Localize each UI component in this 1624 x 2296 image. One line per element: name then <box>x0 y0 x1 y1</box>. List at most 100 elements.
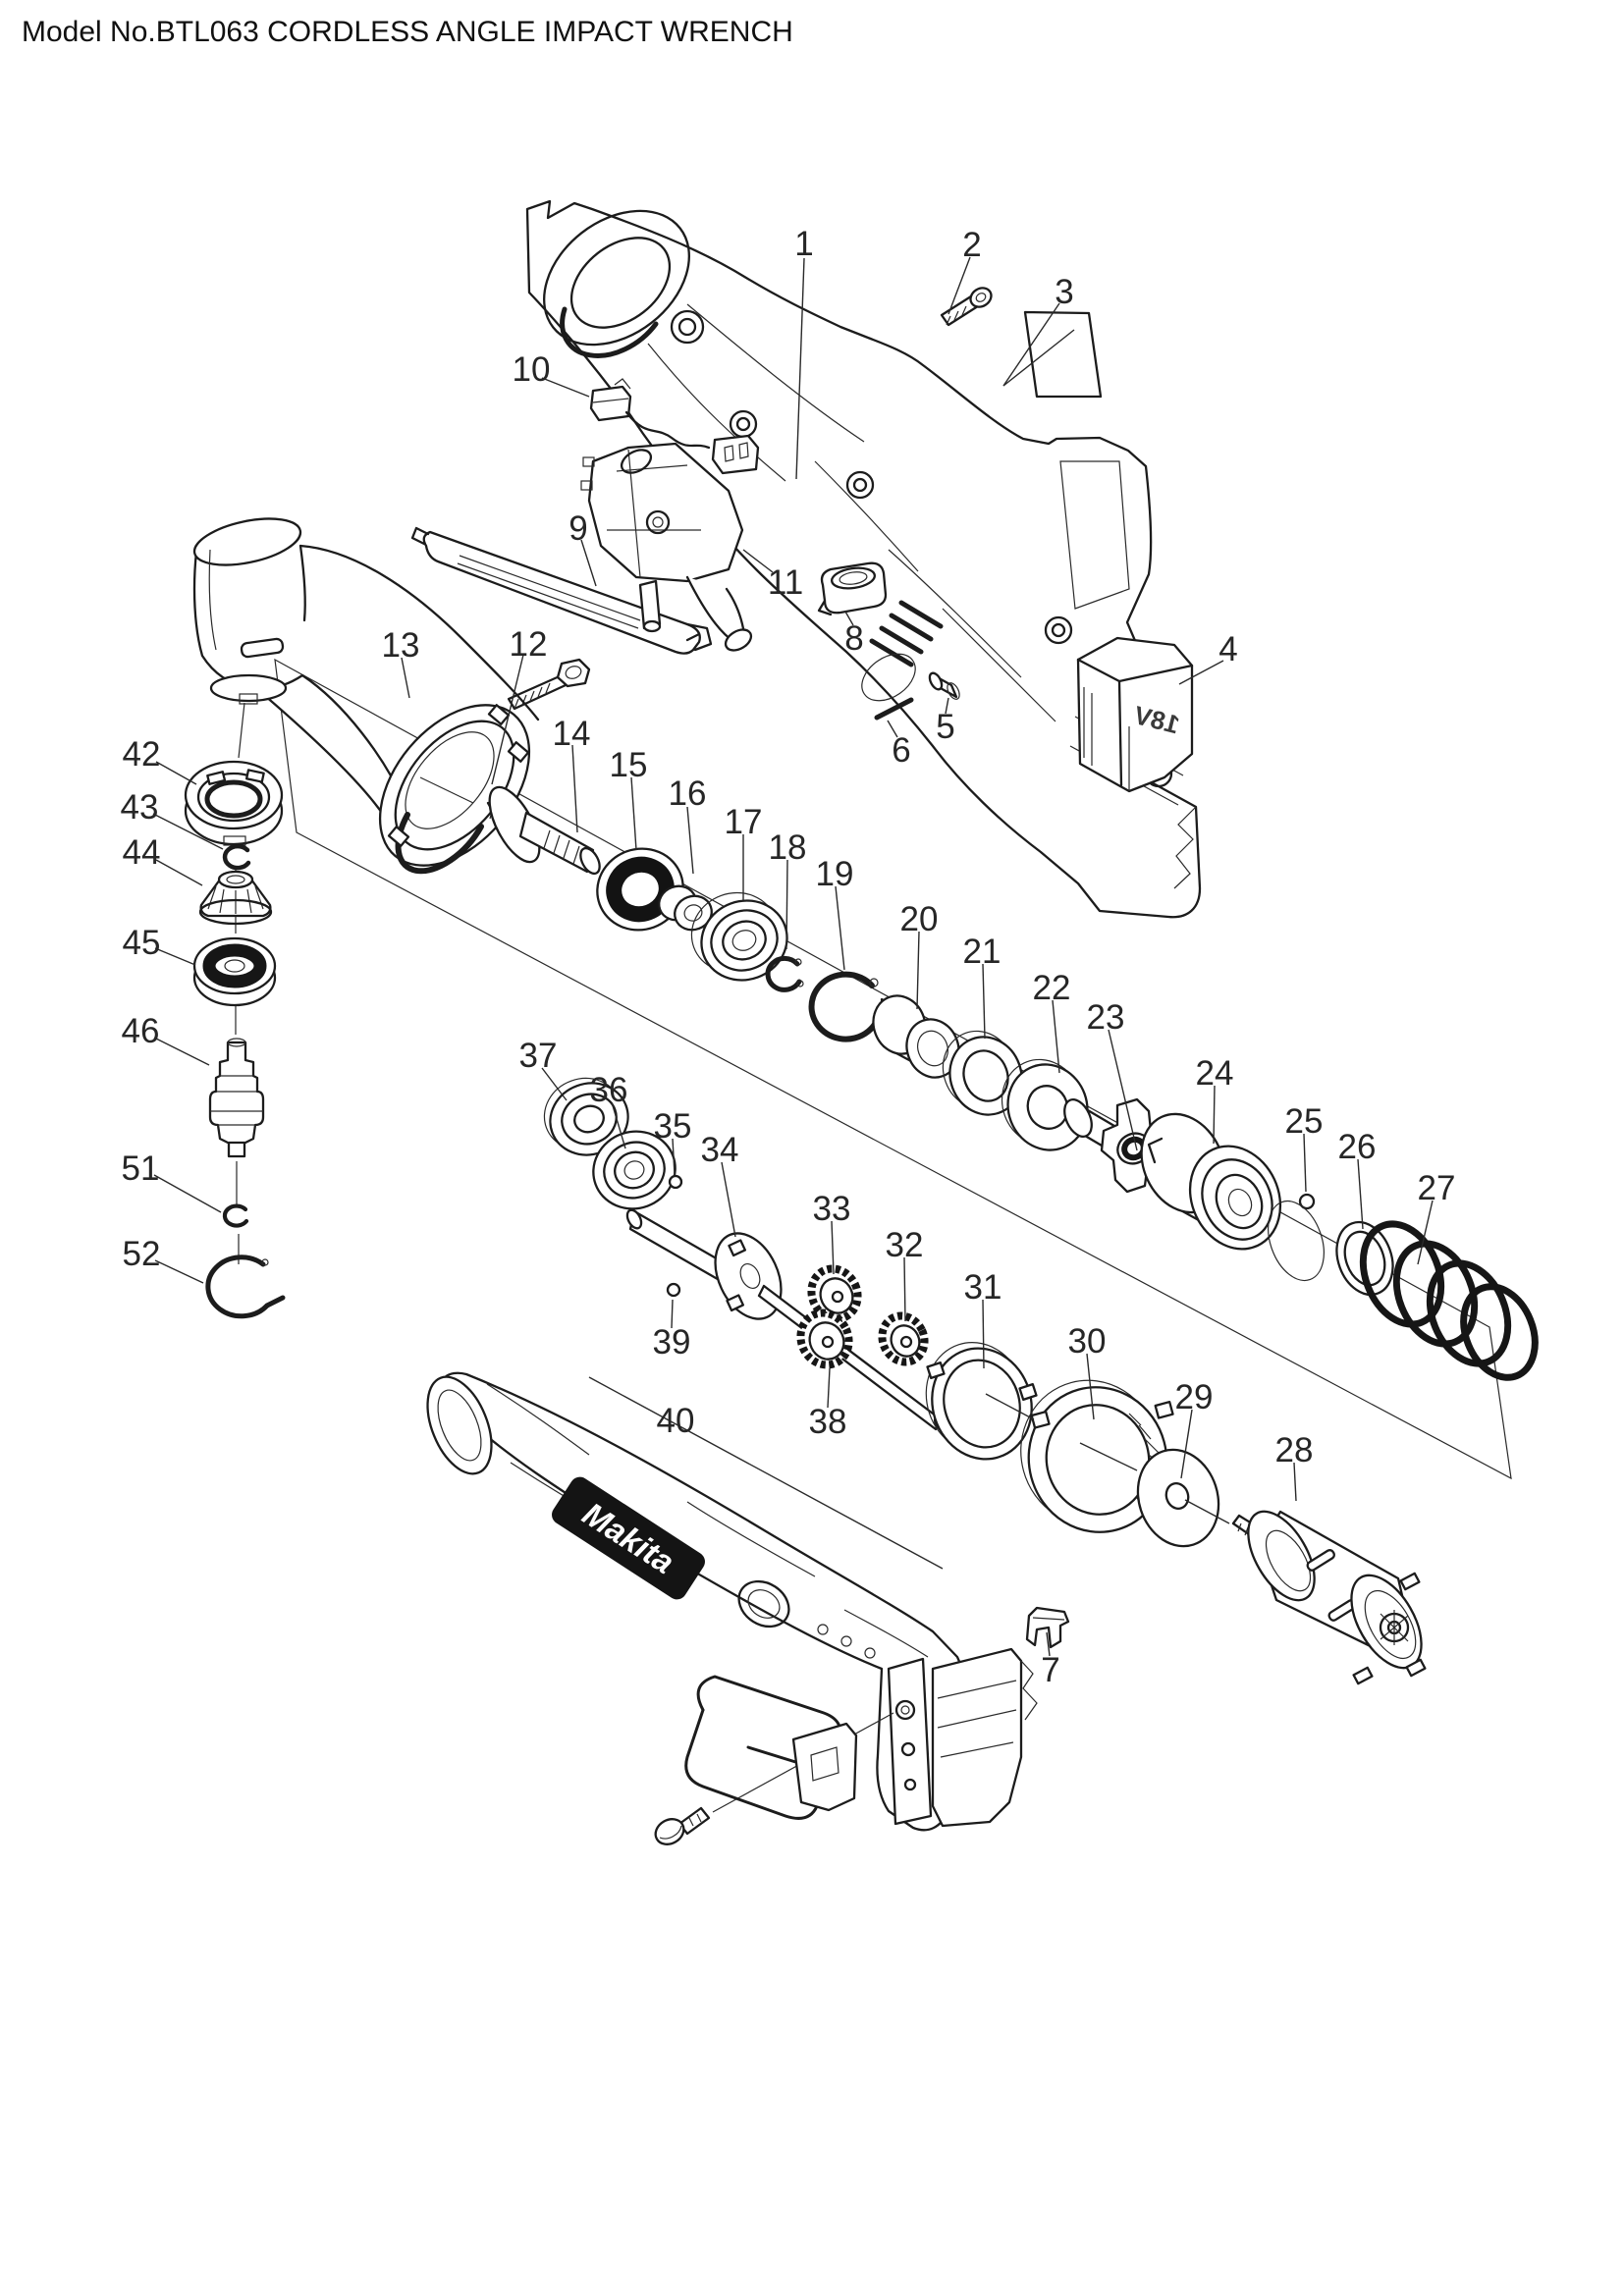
part-switch <box>580 442 753 652</box>
part-ring-nut <box>184 760 284 846</box>
part-washer-37 <box>543 1077 629 1156</box>
part-ring-31 <box>925 1342 1038 1461</box>
part-spindle-14 <box>486 785 601 876</box>
part-bearing-45 <box>192 936 277 1007</box>
part-label-26: 26 <box>1338 1128 1377 1166</box>
part-snap-ring-19 <box>808 971 884 1042</box>
part-housing-lower: Makita <box>426 1371 1038 1845</box>
part-label-52: 52 <box>123 1235 161 1273</box>
part-label-36: 36 <box>590 1071 628 1109</box>
leader-line-1 <box>795 257 805 480</box>
part-bearing-17 <box>690 891 788 982</box>
part-label-21: 21 <box>963 933 1001 971</box>
part-label-30: 30 <box>1068 1322 1107 1361</box>
part-washer-22 <box>1001 1058 1089 1151</box>
leader-line-42 <box>155 761 197 785</box>
part-c-clip-18 <box>765 955 804 992</box>
leader-line-46 <box>153 1037 210 1066</box>
part-housing-upper <box>525 199 1202 919</box>
leader-line-32 <box>903 1256 906 1322</box>
leader-line-6 <box>887 720 898 738</box>
part-motor-28 <box>1231 1510 1427 1685</box>
part-label-45: 45 <box>123 924 161 962</box>
part-label-12: 12 <box>510 625 548 664</box>
leader-line-18 <box>785 859 788 950</box>
part-angle-head <box>192 517 540 875</box>
part-label-4: 4 <box>1218 630 1237 668</box>
part-label-39: 39 <box>653 1323 691 1362</box>
leader-line-30 <box>1086 1353 1095 1420</box>
part-c-clip-43 <box>222 843 251 871</box>
part-pin <box>874 697 914 721</box>
part-label-44: 44 <box>123 833 161 872</box>
leader-line-13 <box>401 657 410 699</box>
leader-line-14 <box>571 744 578 833</box>
part-label-3: 3 <box>1055 273 1073 311</box>
part-label-25: 25 <box>1285 1102 1324 1141</box>
leader-line-28 <box>1293 1462 1297 1502</box>
part-label-31: 31 <box>964 1268 1002 1307</box>
leader-line-20 <box>916 931 920 1010</box>
leader-line-9 <box>580 539 597 587</box>
part-label-34: 34 <box>701 1131 739 1169</box>
part-gear-spindle-34 <box>625 1208 947 1431</box>
part-c-clip-51 <box>222 1203 249 1228</box>
part-label-27: 27 <box>1418 1169 1456 1207</box>
part-label-51: 51 <box>122 1149 160 1188</box>
part-snap-ring-52 <box>205 1255 286 1319</box>
part-bevel-gear <box>198 870 273 926</box>
leader-line-35 <box>672 1138 676 1176</box>
part-label-8: 8 <box>844 619 863 658</box>
leader-line-8 <box>844 611 854 626</box>
leader-line-29 <box>1184 1499 1230 1524</box>
leader-line-15 <box>630 776 637 851</box>
part-label-13: 13 <box>382 626 420 665</box>
part-steel-ball-35 <box>668 1174 683 1190</box>
part-label-46: 46 <box>122 1012 160 1050</box>
leader-line-40 <box>588 1376 944 1570</box>
leader-line-3 <box>1002 302 1060 387</box>
part-spring-27 <box>1359 1220 1539 1381</box>
part-bearing-36 <box>592 1130 677 1210</box>
leader-line-22 <box>1052 999 1060 1074</box>
part-label-20: 20 <box>900 900 939 938</box>
leader-line-27 <box>1417 1200 1434 1265</box>
part-label-15: 15 <box>610 746 648 784</box>
part-label-1: 1 <box>794 225 813 263</box>
part-label-19: 19 <box>816 855 854 893</box>
part-label-43: 43 <box>121 788 159 827</box>
leader-line-23 <box>1108 1029 1138 1151</box>
leader-line-12 <box>491 654 524 785</box>
part-label-2: 2 <box>962 226 981 264</box>
part-slide-bar <box>410 526 713 655</box>
part-switch-button <box>817 561 888 616</box>
leader-line-34 <box>721 1161 736 1238</box>
part-label-10: 10 <box>513 350 551 389</box>
part-hammer-case-24 <box>1140 1112 1282 1251</box>
leader-line-16 <box>686 806 694 875</box>
leader-line-10 <box>541 377 590 398</box>
leader-line-39 <box>671 1299 674 1329</box>
part-gear-33 <box>807 1264 862 1323</box>
leader-line-33 <box>831 1220 835 1275</box>
part-battery-cover: 18V <box>1076 636 1194 793</box>
part-label-35: 35 <box>654 1107 692 1146</box>
leader-line-31 <box>982 1299 985 1369</box>
leader-line-19 <box>835 885 845 971</box>
leader-line-26 <box>1357 1158 1364 1230</box>
leader-line-24 <box>1213 1085 1216 1145</box>
part-label-14: 14 <box>553 715 591 753</box>
leader-line-3 <box>1002 329 1075 387</box>
leader-line-31 <box>985 1393 1035 1420</box>
part-gear-32 <box>878 1311 929 1366</box>
part-label-17: 17 <box>725 803 763 841</box>
leader-line-21 <box>982 963 986 1040</box>
part-label-38: 38 <box>809 1403 847 1441</box>
leader-line-44 <box>155 859 203 886</box>
part-label-24: 24 <box>1196 1054 1234 1093</box>
part-bushing-20 <box>872 994 960 1079</box>
part-washer-21 <box>942 1030 1023 1116</box>
part-label-6: 6 <box>892 731 910 770</box>
